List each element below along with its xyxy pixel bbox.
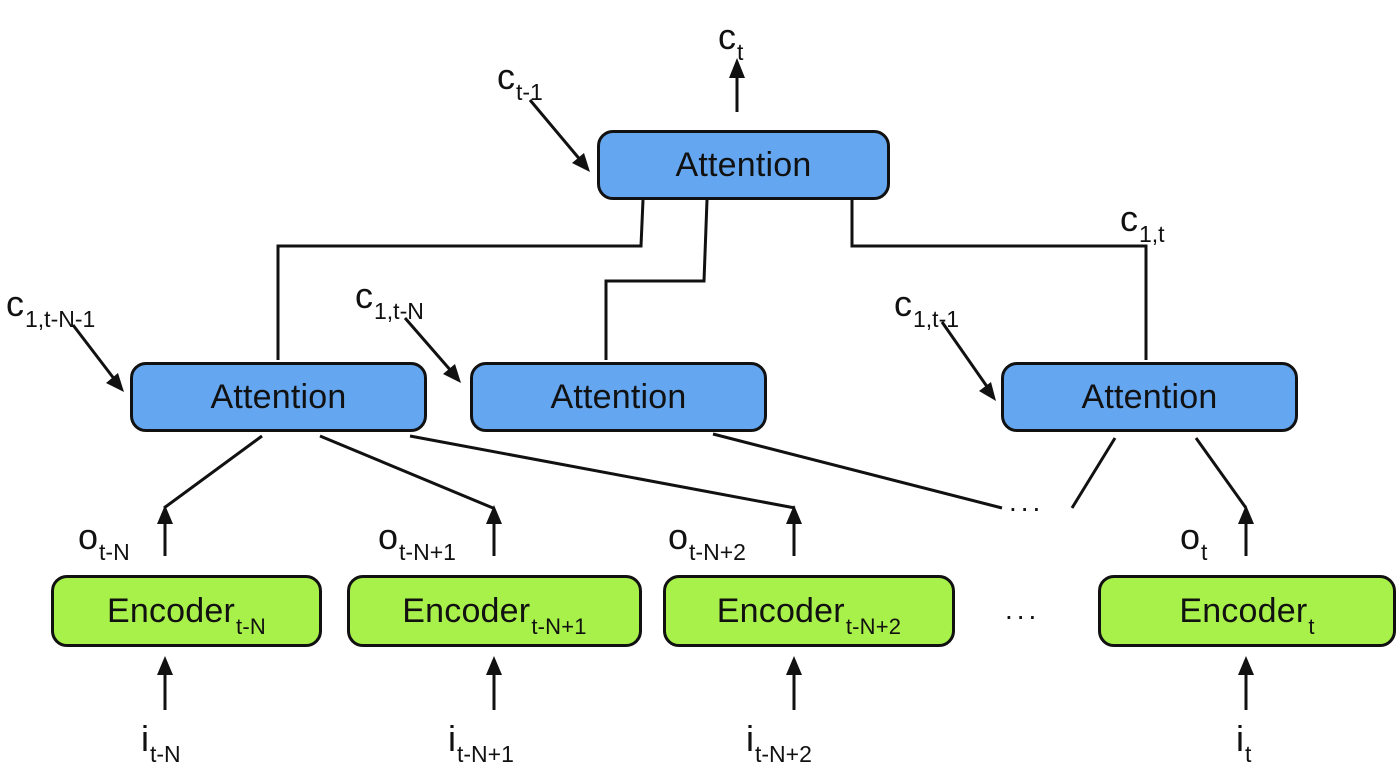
top-attention-box: Attention: [597, 130, 890, 200]
encoder-label-4: Encodert: [1179, 591, 1314, 639]
enc2-output-arrowhead: [486, 505, 502, 524]
input-label-1: it-N: [141, 718, 181, 767]
enc3-output-arrowhead: [786, 505, 802, 524]
encoder-box-3: Encodert-N+2: [663, 575, 955, 647]
input-label-4: it: [1236, 718, 1252, 767]
encoder-box-4: Encodert: [1098, 575, 1396, 647]
ellipsis-encoder-row: ...: [1005, 594, 1041, 625]
top-output-arrowhead: [729, 58, 745, 78]
input-label-3: it-N+2: [746, 718, 812, 767]
top-attention-label: Attention: [675, 145, 812, 184]
enc1-output-arrowhead: [157, 505, 173, 524]
attention-label-3: Attention: [1081, 377, 1218, 416]
attention-box-3: Attention: [1001, 362, 1298, 432]
encoder-box-1: Encodert-N: [51, 575, 322, 647]
prev-context-label: ct-1: [497, 56, 543, 105]
output-label-1: ot-N: [78, 516, 130, 565]
encoder-name-1: Encoder: [107, 591, 236, 630]
att3-context-arrowhead: [979, 382, 996, 401]
enc1-input-arrowhead: [157, 656, 173, 675]
encoder-sub-1: t-N: [236, 613, 266, 639]
enc4-output-arrowhead: [1238, 505, 1254, 524]
att1-context-arrow: [71, 324, 117, 381]
encoder-sub-3: t-N+2: [845, 613, 902, 639]
attention-box-1: Attention: [130, 362, 427, 432]
context-label-3: c1,t-1: [894, 283, 960, 332]
output-label-4: ot: [1180, 516, 1208, 565]
att1-context-arrowhead: [106, 373, 124, 392]
ellipsis-attention-row: ...: [1009, 486, 1045, 517]
att3-context-arrow: [940, 321, 990, 389]
context-label-1: c1,t-N-1: [6, 283, 96, 332]
link-att1-o1: [163, 434, 263, 510]
link-att1-o2: [319, 434, 494, 510]
link-top-to-att2: [604, 199, 709, 360]
output-label-2: ot-N+1: [378, 516, 456, 565]
link-att3-dots: [1070, 437, 1117, 509]
link-att1-o3: [409, 434, 796, 510]
encoder-name-2: Encoder: [402, 591, 531, 630]
encoder-sub-4: t: [1308, 613, 1315, 639]
link-top-to-att1: [276, 199, 645, 360]
encoder-label-2: Encodert-N+1: [402, 591, 586, 639]
input-label-2: it-N+1: [448, 718, 514, 767]
encoder-label-3: Encodert-N+2: [716, 591, 901, 639]
encoder-sub-2: t-N+1: [531, 613, 587, 639]
link-att2-dots: [712, 432, 1003, 510]
context-label-2: c1,t-N: [355, 275, 424, 324]
prev-context-arrow: [528, 99, 584, 163]
enc3-input-arrowhead: [786, 656, 802, 675]
att2-context-arrowhead: [443, 364, 461, 383]
output-ct-label: ct: [718, 16, 744, 65]
encoder-box-2: Encodert-N+1: [347, 575, 642, 647]
output-label-3: ot-N+2: [668, 516, 746, 565]
link-top-to-att3: [850, 200, 1148, 360]
attention-box-2: Attention: [470, 362, 767, 432]
encoder-label-1: Encodert-N: [107, 591, 266, 639]
enc2-input-arrowhead: [486, 656, 502, 675]
attention-label-1: Attention: [210, 377, 347, 416]
encoder-name-3: Encoder: [716, 591, 845, 630]
prev-context-arrowhead: [572, 153, 590, 172]
link-att3-ot: [1194, 437, 1248, 509]
enc4-input-arrowhead: [1238, 656, 1254, 675]
context-1t-label: c1,t: [1120, 198, 1165, 247]
att2-context-arrow: [403, 317, 454, 373]
encoder-name-4: Encoder: [1179, 591, 1308, 630]
attention-label-2: Attention: [550, 377, 687, 416]
